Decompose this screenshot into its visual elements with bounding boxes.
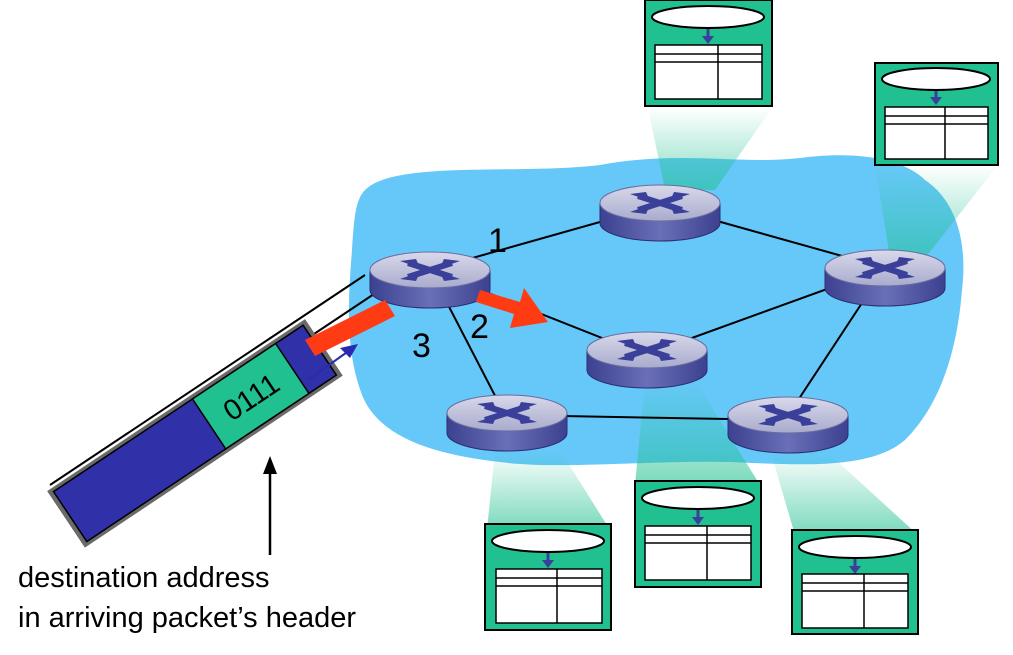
forwarding-path-arrow — [305, 288, 548, 356]
forwarding-table-top — [644, 0, 773, 107]
router-bottom-left — [446, 394, 568, 452]
forwarding-table-right — [874, 62, 999, 166]
caption-line-1: destination address — [18, 562, 270, 594]
router-center — [586, 331, 708, 389]
router-bottom-right — [727, 396, 849, 454]
caption-line-2: in arriving packet’s header — [18, 602, 356, 634]
port-1-label: 1 — [488, 222, 507, 260]
forwarding-table-bottom-center — [634, 480, 762, 588]
caption: destination address in arriving packet’s… — [18, 558, 356, 638]
router-right — [824, 249, 946, 307]
forwarding-table-bottom-right — [791, 529, 919, 635]
router-left — [369, 251, 491, 309]
arriving-packet: 0111 — [47, 319, 343, 548]
packet-direction-arrow — [307, 344, 358, 381]
table-beams — [487, 108, 998, 535]
port-2-label: 2 — [470, 308, 489, 346]
router-top — [599, 184, 721, 242]
forwarding-table-bottom-left — [484, 523, 612, 631]
port-3-label: 3 — [412, 327, 431, 365]
network-cloud — [348, 155, 964, 466]
header-pointer-arrow — [263, 456, 277, 555]
